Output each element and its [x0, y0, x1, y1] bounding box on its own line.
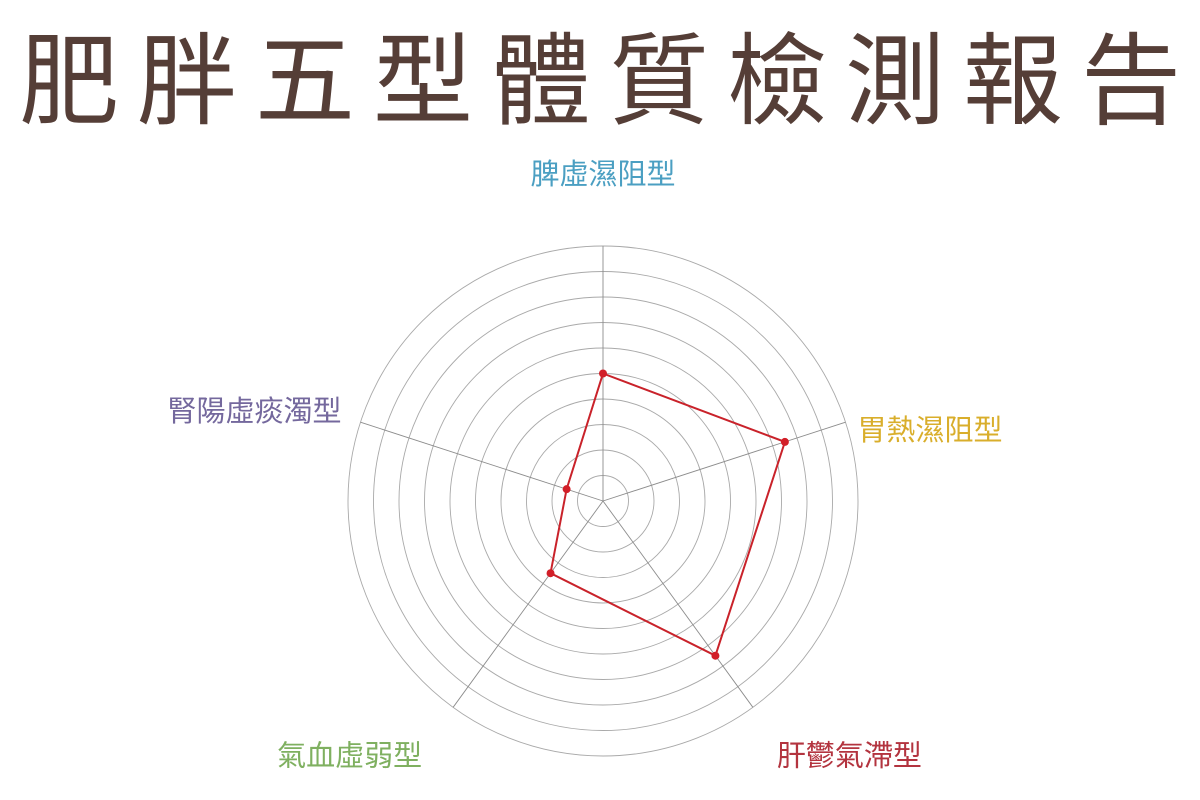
- radar-series: [546, 369, 789, 660]
- axis-label: 脾虛濕阻型: [530, 157, 675, 191]
- axis-spoke: [360, 421, 604, 502]
- data-point: [562, 485, 571, 494]
- axis-label: 氣血虛弱型: [277, 738, 422, 772]
- axis-label: 胃熱濕阻型: [858, 413, 1003, 447]
- axis-label: 肝鬱氣滯型: [777, 738, 922, 772]
- axis-spoke: [602, 500, 754, 708]
- axis-spoke: [602, 421, 846, 502]
- series-line: [549, 372, 787, 658]
- data-point: [711, 651, 720, 660]
- data-point: [546, 569, 555, 578]
- page-title: 肥胖五型體質檢測報告: [19, 23, 1199, 140]
- axis-spoke: [452, 500, 604, 708]
- data-point: [780, 437, 789, 446]
- data-point: [599, 369, 607, 378]
- axis-label: 腎陽虛痰濁型: [167, 394, 341, 428]
